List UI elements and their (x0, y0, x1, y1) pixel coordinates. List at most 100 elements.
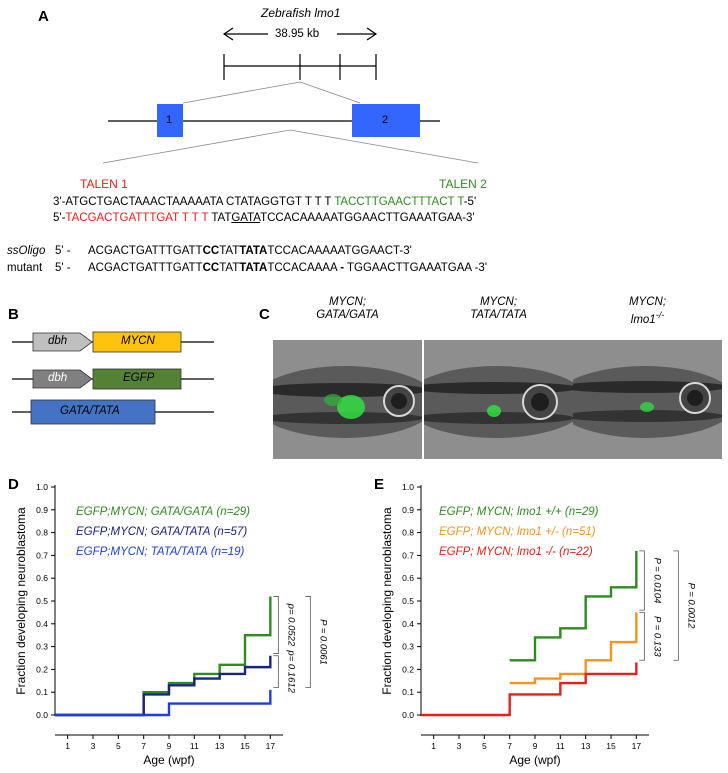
seq-bottom-mid: TAT (208, 212, 232, 224)
legend-e-3-text: EGFP; MYCN; lmo1 -/- (439, 546, 556, 558)
legend-d-2: EGFP;MYCN; GATA/TATA (n=57) (76, 526, 247, 538)
caption-3-gene: lmo1 (630, 313, 656, 326)
chart-e-xtick-label: 9 (533, 741, 538, 751)
chart-e-bracket-2 (639, 612, 645, 661)
chart-d-xtick-label: 3 (91, 741, 96, 751)
caption-1-line1: MYCN; (328, 296, 367, 308)
chart-d-series-2 (55, 655, 272, 717)
photo-caption-2: MYCN; TATA/TATA (424, 296, 573, 322)
exon-2-label: 2 (382, 114, 389, 126)
egfp-box (92, 368, 182, 390)
legend-d-3: EGFP;MYCN; TATA/TATA (n=19) (76, 546, 244, 558)
caption-2-line2: TATA/TATA (470, 309, 527, 321)
chart-e-ytick-label: 0.0 (402, 710, 414, 720)
chart-d-series-1 (55, 596, 272, 717)
legend-e-2: EGFP; MYCN; lmo1 +/- (n=51) (439, 526, 596, 538)
seq-bottom-prefix: 5'- (53, 212, 66, 224)
chart-d-xtick-label: 11 (190, 741, 199, 751)
chart-d-bracket-1 (273, 596, 279, 654)
exon-1-box (157, 104, 183, 137)
sequence-bottom: 5'-TACGACTGATTTGAT T T T TATGATATCCACAAA… (53, 212, 475, 224)
chart-e-pvalue-1: P = 0.0104 (651, 558, 662, 604)
legend-e-2-text: EGFP; MYCN; lmo1 +/- (439, 526, 559, 538)
chart-d-xtick-label: 1 (65, 741, 70, 751)
legend-e-3-n: (n=22) (559, 546, 593, 558)
talen-1-label: TALEN 1 (80, 177, 128, 191)
legend-d-1-n: (n=29) (216, 506, 250, 518)
chart-d-ytick-label: 0.7 (36, 550, 48, 560)
dbh-promoter-2 (32, 369, 93, 389)
dbh-label-1: dbh (48, 335, 68, 347)
chart-e-series-2 (509, 612, 638, 685)
chart-e-series-3 (421, 662, 638, 717)
seq-bottom-suffix: TCCACAAAAATGGAACTTGAAATGAA-3' (260, 212, 475, 224)
seq-top-green: TACCTTGAACTTTACT T (334, 196, 464, 208)
chart-d-xtick-label: 13 (215, 741, 225, 751)
chart-d-xtick-label: 7 (141, 741, 146, 751)
seq-top-suffix: -5' (463, 196, 477, 208)
legend-e-1-text: EGFP; MYCN; lmo1 +/+ (439, 506, 562, 518)
legend-d-3-n: (n=19) (210, 546, 245, 558)
kb-label: 38.95 kb (275, 28, 320, 40)
chart-e-ytick-label: 0.5 (402, 596, 414, 606)
panel-d-label: D (8, 476, 19, 493)
caption-3-sup: -/- (655, 310, 665, 320)
chart-d-ytick-label: 0.5 (36, 596, 48, 606)
caption-2-line1: MYCN; (479, 296, 518, 308)
ssoligo-sequence: ACGACTGATTTGATTCCTATTATATCCACAAAAATGGAAC… (88, 245, 412, 257)
chart-d-ytick-label: 0.1 (36, 687, 48, 697)
chart-d-series-3 (55, 689, 272, 717)
chart-d-xtick-label: 5 (116, 741, 121, 751)
talen-2-label: TALEN 2 (439, 177, 487, 191)
panel-b-label: B (8, 306, 19, 323)
chart-d-pvalue-1: p= 0.0522 (285, 603, 296, 647)
mutant-sequence: ACGACTGATTTGATTCCTATTATATCCACAAAA - TGGA… (88, 262, 487, 274)
mutant-label: mutant (7, 262, 43, 274)
legend-e-2-n: (n=51) (562, 526, 596, 538)
ssoligo-tata: TATA (239, 245, 268, 257)
exon-2-box (352, 104, 420, 137)
chart-e-xtick-label: 15 (606, 741, 616, 751)
mutant-m1: TAT (219, 262, 240, 274)
chart-e-xtick-label: 3 (457, 741, 462, 751)
chart-e-ytick-label: 0.6 (402, 573, 414, 583)
mutant-dir: 5' - (55, 262, 71, 274)
chart-e-bracket-3 (673, 550, 679, 661)
legend-d-2-text: EGFP;MYCN; GATA/TATA (76, 526, 211, 538)
chart-e-ytick-label: 1.0 (402, 482, 414, 492)
chart-d-pvalue-2: p= 0.1612 (285, 649, 296, 693)
chart-e-ytick-label: 0.8 (402, 528, 414, 538)
chart-e-ytick-label: 0.4 (402, 619, 414, 629)
legend-d-2-n: (n=57) (213, 526, 248, 538)
legend-e-1: EGFP; MYCN; lmo1 +/+ (n=29) (439, 506, 598, 518)
sequence-top: 3'-ATGCTGACTAAACTAAAAATA CTATAGGTGT T T … (53, 196, 476, 208)
mutant-cc: CC (202, 262, 220, 274)
chart-e-ytick-label: 0.7 (402, 550, 414, 560)
ssoligo-cc: CC (202, 245, 220, 257)
legend-d-3-text: EGFP;MYCN; TATA/TATA (76, 546, 208, 558)
chart-d-ytick-label: 0.6 (36, 573, 48, 583)
chart-d-ytick-label: 0.9 (36, 505, 48, 515)
ssoligo-label: ssOligo (7, 245, 46, 257)
panel-a-label: A (38, 8, 49, 25)
chart-e-xtick-label: 13 (581, 741, 591, 751)
dbh-label-2: dbh (48, 372, 68, 384)
photo-caption-3: MYCN; lmo1-/- (573, 296, 722, 327)
ssoligo-post: TCCACAAAAATGGAACT-3' (267, 245, 412, 257)
mutant-post1: TCCACAAAA (267, 262, 341, 274)
chart-d-ytick-label: 0.0 (36, 710, 48, 720)
caption-1-line2: GATA/GATA (316, 309, 379, 321)
chart-e-xtick-label: 5 (482, 741, 487, 751)
chart-d-ytick-label: 0.2 (36, 664, 48, 674)
chart-d-xtick-label: 17 (266, 741, 276, 751)
photo-caption-1: MYCN; GATA/GATA (273, 296, 422, 322)
chart-e-ylabel: Fraction developing neuroblastoma (380, 507, 394, 695)
chart-d-ytick-label: 0.4 (36, 619, 48, 629)
chart-d-ytick-label: 1.0 (36, 482, 48, 492)
panel-c-label: C (259, 306, 270, 323)
ssoligo-pre: ACGACTGATTTGATT (88, 245, 203, 257)
chart-d-xlabel: Age (wpf) (143, 753, 194, 767)
